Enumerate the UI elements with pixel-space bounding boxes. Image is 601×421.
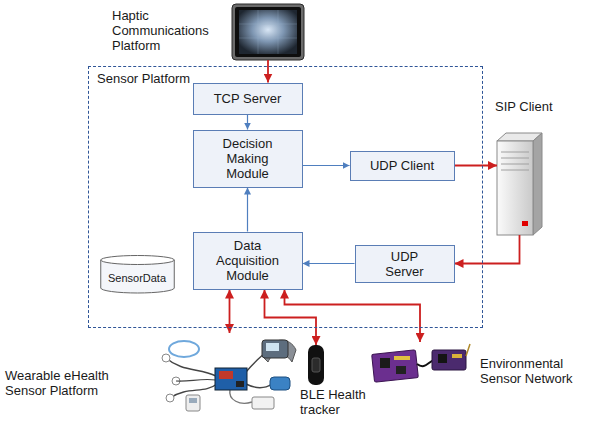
box-label: Decision Making Module xyxy=(212,136,284,181)
connector-arrow xyxy=(267,60,269,83)
box-label: TCP Server xyxy=(214,91,282,106)
server-picture xyxy=(497,133,542,235)
connector-arrow xyxy=(229,290,231,334)
box-label: Data Acquisition Module xyxy=(212,238,284,283)
node-label: Sensor Platform xyxy=(97,71,257,86)
wearable-sensors-picture xyxy=(162,340,296,411)
sensor-network-node: Environmental Sensor Network xyxy=(370,342,470,384)
node-label: SIP Client xyxy=(495,99,575,114)
connector-arrow xyxy=(247,188,248,232)
node-label: Haptic Communications Platform xyxy=(112,8,228,53)
process-box: UDP Server xyxy=(355,245,455,283)
box-label: UDP Server xyxy=(374,249,436,279)
haptic-platform: Haptic Communications Platform xyxy=(232,4,304,60)
connector-arrow xyxy=(247,115,248,130)
cylinder-top xyxy=(100,255,174,264)
node-label: Environmental Sensor Network xyxy=(480,356,595,386)
box-label: UDP Client xyxy=(370,158,434,173)
wearable-node: Wearable eHealth Sensor Platform xyxy=(160,333,300,413)
health-band-picture xyxy=(308,345,324,385)
platform-group: Sensor PlatformTCP ServerDecision Making… xyxy=(88,66,483,328)
process-box: Decision Making Module xyxy=(193,130,303,188)
server-node: SIP Client xyxy=(497,133,542,235)
database-cylinder: SensorData xyxy=(100,255,175,293)
process-box: TCP Server xyxy=(193,83,303,115)
tablet-picture xyxy=(232,4,304,60)
node-label: BLE Health tracker xyxy=(300,387,392,417)
sensor-boards-picture xyxy=(372,344,470,382)
connector-arrow xyxy=(303,165,350,166)
process-box: Data Acquisition Module xyxy=(193,232,303,290)
connector-arrow xyxy=(265,290,317,346)
connector-arrow xyxy=(285,290,421,343)
node-label: Wearable eHealth Sensor Platform xyxy=(5,368,145,398)
connector-arrow xyxy=(455,235,520,264)
connector-arrow xyxy=(455,165,498,167)
tracker-node: BLE Health tracker xyxy=(303,345,329,385)
box-label: SensorData xyxy=(108,271,166,286)
process-box: UDP Client xyxy=(350,151,455,181)
connector-arrow xyxy=(303,263,355,264)
